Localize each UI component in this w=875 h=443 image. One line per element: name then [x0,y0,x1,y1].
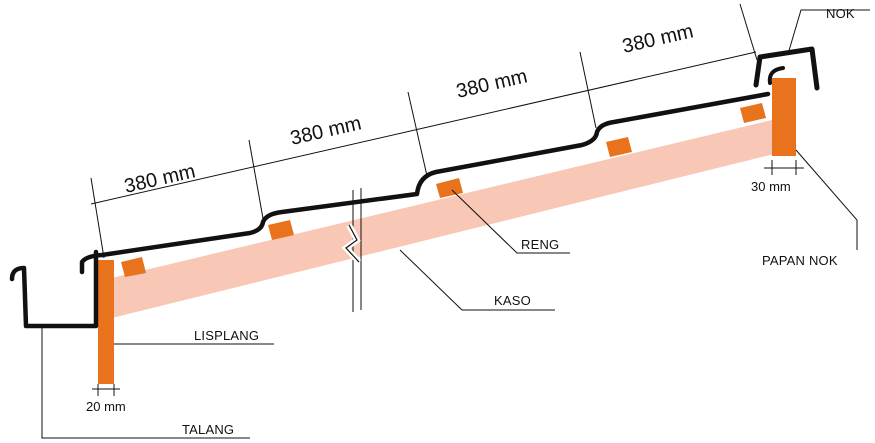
kaso-label: KASO [494,293,531,308]
reng-battens [121,103,766,277]
talang-gutter [9,249,99,329]
papan-nok-board [772,78,796,156]
dimension-lines [90,3,758,259]
nok-ridge-cap [753,46,820,91]
reng-label: RENG [521,237,559,252]
dimension-label-4: 380 mm [620,20,695,58]
lisplang-width-label: 20 mm [86,399,126,414]
talang-label: TALANG [182,422,234,437]
dimension-label-3: 380 mm [454,65,529,103]
nok-label: NOK [826,6,855,21]
papan-nok-label: PAPAN NOK [762,253,838,268]
break-mark [341,188,362,312]
dimension-label-1: 380 mm [122,160,197,198]
papan-nok-width-dimension [764,160,804,175]
roof-tile [79,91,771,275]
leader-lines [41,9,870,439]
lisplang-width-dimension [92,384,120,396]
kaso-rafter [112,119,790,318]
lisplang-label: LISPLANG [194,328,259,343]
papan-nok-width-label: 30 mm [751,179,791,194]
lisplang-board [98,260,114,384]
